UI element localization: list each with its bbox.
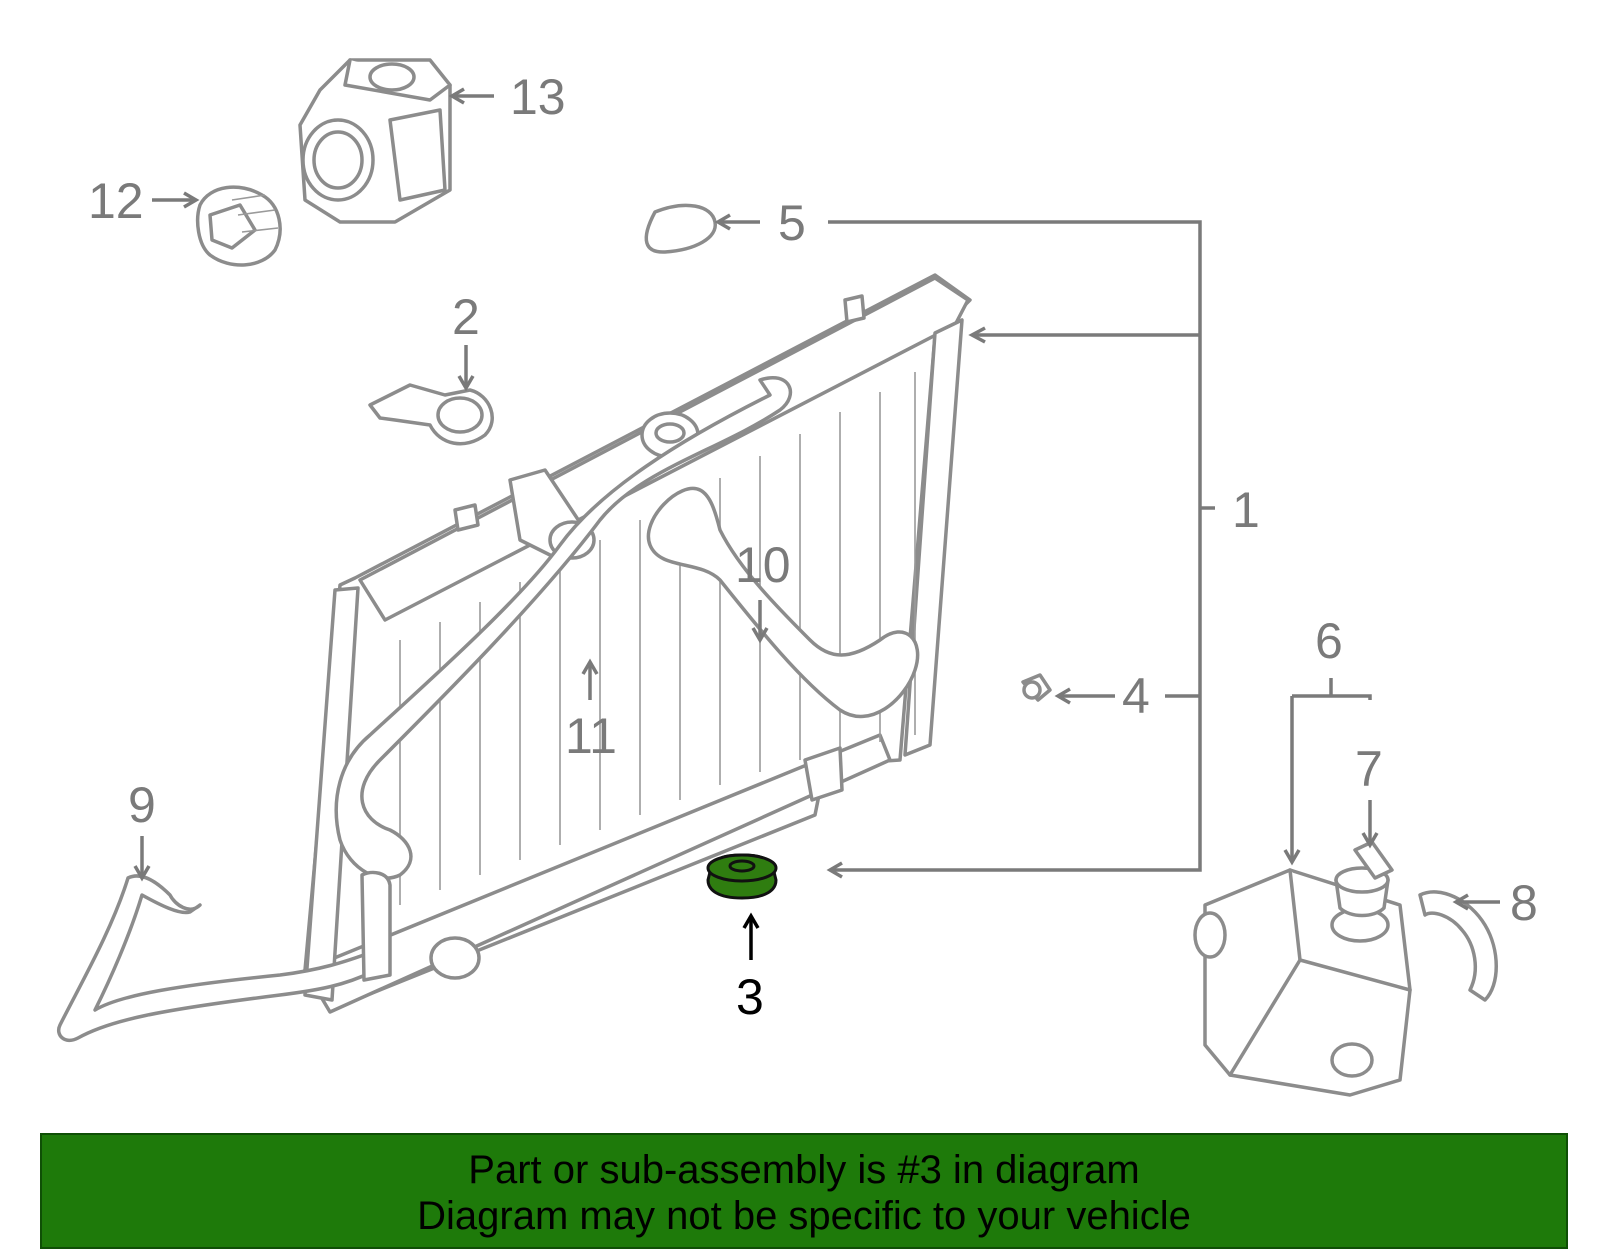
cap-bracket[interactable] — [368, 383, 494, 446]
callout-8: 8 — [1510, 875, 1538, 931]
overflow-hose[interactable] — [1418, 890, 1498, 1002]
callout-10: 10 — [735, 537, 791, 593]
callout-12: 12 — [88, 173, 144, 229]
small-cap[interactable] — [644, 203, 717, 254]
mount-cushion[interactable] — [706, 853, 778, 900]
drain-plug[interactable] — [1021, 673, 1052, 702]
callout-11: 11 — [565, 708, 617, 764]
upper-hose[interactable] — [646, 486, 920, 719]
callout-5: 5 — [778, 195, 806, 251]
callout-13: 13 — [510, 69, 566, 125]
banner-line-1: Part or sub-assembly is #3 in diagram — [468, 1148, 1140, 1192]
banner-line-2: Diagram may not be specific to your vehi… — [417, 1194, 1191, 1238]
reservoir-cap[interactable] — [1330, 840, 1394, 943]
radiator[interactable] — [303, 273, 972, 1014]
inlet-hose[interactable] — [334, 376, 792, 880]
callout-1: 1 — [1232, 482, 1260, 538]
callout-9: 9 — [128, 777, 156, 833]
thermostat[interactable] — [196, 185, 282, 267]
lower-hose[interactable] — [57, 874, 374, 1043]
leader-1 — [828, 220, 1202, 872]
leader-6 — [1290, 694, 1372, 862]
leader-lines — [133, 87, 1500, 960]
notice-banner: Part or sub-assembly is #3 in diagram Di… — [40, 1133, 1568, 1249]
callout-7: 7 — [1355, 741, 1383, 797]
callout-2: 2 — [452, 289, 480, 345]
callout-6: 6 — [1315, 613, 1343, 669]
callout-labels: 13 12 5 2 1 10 6 4 11 7 9 8 3 — [88, 69, 1538, 1025]
callout-4: 4 — [1122, 668, 1150, 724]
thermostat-housing[interactable] — [298, 58, 452, 224]
callout-3: 3 — [736, 969, 764, 1025]
